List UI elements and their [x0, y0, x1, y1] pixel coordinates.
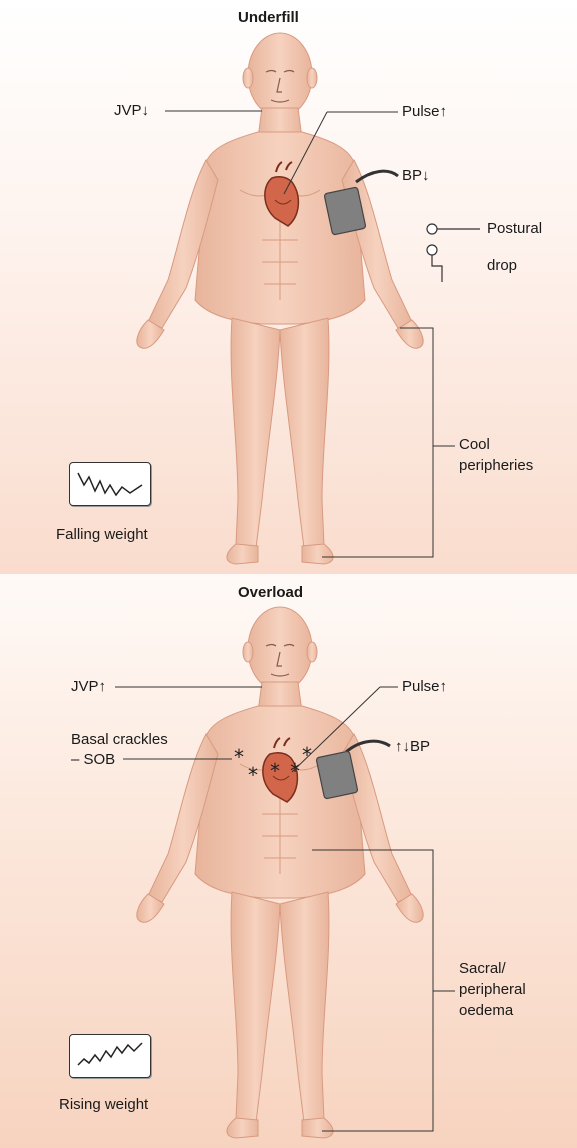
crackle-mark: * — [270, 759, 280, 783]
falling-weight-label: Falling weight — [56, 526, 148, 544]
postural-label-line2: drop — [487, 257, 517, 275]
rising-weight-label: Rising weight — [59, 1096, 148, 1114]
bp-label: ↑↓BP — [395, 738, 430, 756]
bp-label: BP↓ — [402, 167, 430, 185]
basal-crackles-line2: – SOB — [71, 751, 115, 769]
crackle-mark: * — [290, 759, 300, 783]
underfill-title: Underfill — [238, 9, 299, 27]
cool-peripheries-line1: Cool — [459, 436, 490, 454]
crackle-mark: * — [302, 743, 312, 767]
jvp-label: JVP↓ — [114, 102, 149, 120]
overload-title: Overload — [238, 584, 303, 602]
postural-label-line1: Postural — [487, 220, 542, 238]
crackle-mark: * — [248, 763, 258, 787]
overload-panel: * * * * * Overload JVP — [0, 574, 577, 1148]
postural-drop-icon — [427, 224, 480, 282]
oedema-line1: Sacral/ — [459, 960, 506, 978]
pulse-label: Pulse↑ — [402, 103, 447, 121]
cool-peripheries-line2: peripheries — [459, 457, 533, 475]
oedema-line3: oedema — [459, 1002, 513, 1020]
basal-crackles-line1: Basal crackles — [71, 731, 168, 749]
rising-weight-chart-icon — [69, 1034, 151, 1078]
jvp-label: JVP↑ — [71, 678, 106, 696]
falling-weight-chart-icon — [69, 462, 151, 506]
oedema-line2: peripheral — [459, 981, 526, 999]
underfill-panel: Underfill JVP↓ Pulse↑ BP↓ Postural drop … — [0, 0, 577, 574]
pulse-label: Pulse↑ — [402, 678, 447, 696]
crackle-mark: * — [234, 745, 244, 769]
